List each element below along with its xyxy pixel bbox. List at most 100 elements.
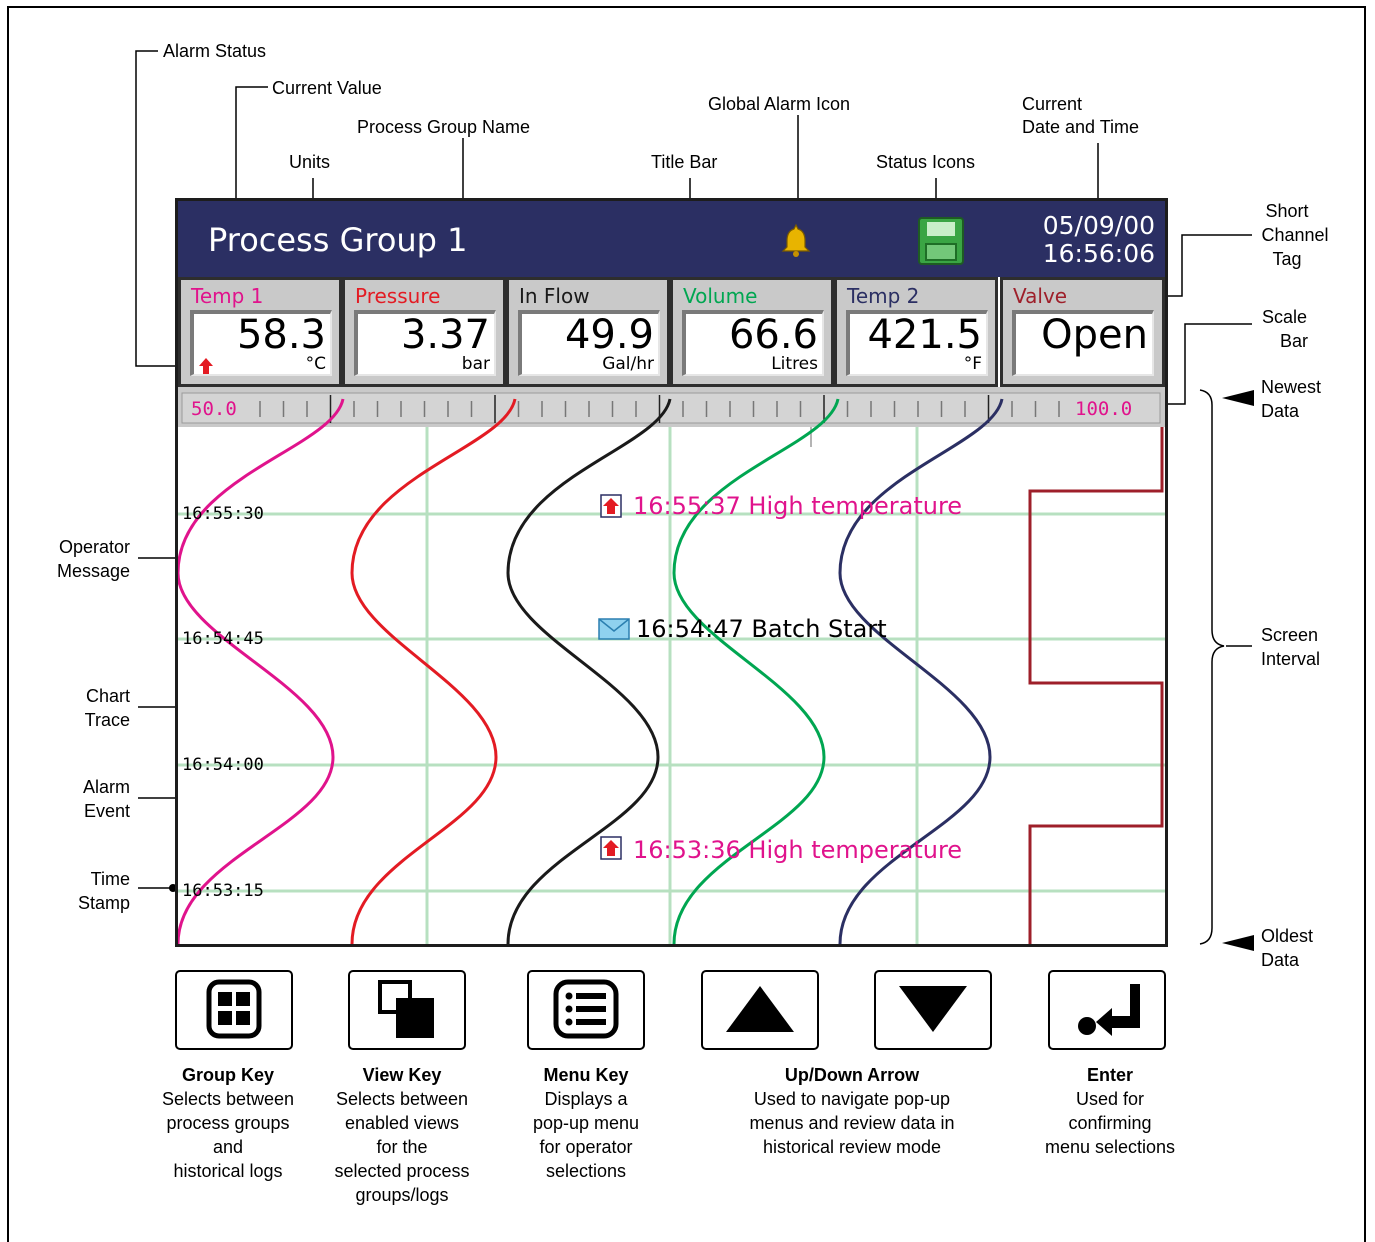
chart-area: 50.0 100.0 16:55:30 16:54:45 16:54:00 (178, 387, 1165, 944)
key-desc-line: Used to navigate pop-up (753, 1089, 951, 1109)
callout-status-icons: Status Icons (876, 152, 976, 172)
channel-value-box: 58.3 °C (190, 310, 332, 376)
key-desc-line: for the (376, 1137, 428, 1157)
key-desc-line: confirming (1068, 1113, 1152, 1133)
key-desc-line: process groups (166, 1113, 290, 1133)
group-key-description: Group Key Selects between process groups… (148, 1063, 308, 1183)
key-desc-line: pop-up menu (532, 1113, 640, 1133)
callout-time-stamp-line2: Stamp (77, 893, 130, 913)
enter-key-icon (1078, 984, 1140, 1036)
recorder-screen: Process Group 1 05/09/00 16:56:06 Temp 1… (175, 198, 1168, 947)
key-desc-line: Selects between (335, 1089, 469, 1109)
callout-alarm-status: Alarm Status (163, 41, 267, 61)
up-arrow-icon (726, 986, 794, 1032)
callout-alarm-event-line1: Alarm (82, 777, 130, 797)
menu-key-button[interactable] (527, 970, 645, 1050)
callout-oldest-data-line2: Data (1261, 950, 1300, 970)
key-desc-line: groups/logs (355, 1185, 449, 1205)
current-date: 05/09/00 (1042, 211, 1155, 240)
callout-global-alarm-icon: Global Alarm Icon (708, 94, 851, 114)
trace-valve (1028, 427, 1164, 944)
enter-key-description: Enter Used for confirming menu selection… (1030, 1063, 1190, 1159)
callout-newest-data-line2: Data (1261, 401, 1300, 421)
view-key-icon (378, 980, 434, 1038)
global-alarm-bell-icon[interactable] (781, 223, 811, 257)
channel-value-box: 66.6 Litres (682, 310, 824, 376)
key-desc-line: selections (545, 1161, 627, 1181)
alarm-event-text: 16:55:37 High temperature (633, 492, 962, 520)
scale-max: 100.0 (1075, 398, 1132, 420)
callout-current-date-time-line1: Current (1022, 94, 1083, 114)
alarm-event-top[interactable]: 16:55:37 High temperature (600, 492, 962, 520)
callout-scale-bar-line2: Bar (1280, 331, 1309, 351)
channel-tile-temp-1[interactable]: Temp 1 58.3 °C (178, 277, 342, 387)
diagram-frame (7, 6, 1366, 1242)
trace-volume (672, 398, 840, 944)
down-arrow-icon (899, 986, 967, 1032)
callout-short-channel-tag-line1: Short (1265, 201, 1309, 221)
callout-chart-trace-line1: Chart (85, 686, 130, 706)
chart-grid (178, 427, 1165, 944)
alarm-event-bottom[interactable]: 16:53:36 High temperature (600, 836, 962, 864)
current-time: 16:56:06 (1042, 239, 1155, 268)
alarm-up-arrow-icon (199, 358, 213, 374)
callout-process-group-name: Process Group Name (357, 117, 531, 137)
callout-oldest-data-line1: Oldest (1261, 926, 1314, 946)
key-desc-line: selected process (334, 1161, 470, 1181)
title-bar: Process Group 1 05/09/00 16:56:06 (178, 201, 1165, 277)
callout-alarm-event-line2: Event (83, 801, 130, 821)
channel-tile-valve[interactable]: Valve Open (1000, 277, 1165, 387)
operator-message-text: 16:54:47 Batch Start (636, 615, 887, 643)
callout-chart-trace-line2: Trace (84, 710, 130, 730)
trace-in-flow (506, 398, 672, 944)
channel-tag: Temp 2 (847, 284, 920, 308)
callout-current-value: Current Value (272, 78, 382, 98)
menu-key-description: Menu Key Displays a pop-up menu for oper… (506, 1063, 666, 1183)
key-title: Group Key (181, 1065, 274, 1085)
time-stamp: 16:55:30 (182, 504, 264, 524)
channel-tile-pressure[interactable]: Pressure 3.37 bar (342, 277, 506, 387)
key-title: Menu Key (543, 1065, 629, 1085)
callout-short-channel-tag-line3: Tag (1272, 249, 1302, 269)
key-desc-line: for operator (539, 1137, 633, 1157)
callout-time-stamp-line1: Time (90, 869, 130, 889)
channel-tile-volume[interactable]: Volume 66.6 Litres (670, 277, 834, 387)
down-arrow-button[interactable] (874, 970, 992, 1050)
key-desc-line: menu selections (1044, 1137, 1176, 1157)
process-group-name[interactable]: Process Group 1 (208, 221, 468, 259)
channel-value-box: Open (1012, 310, 1154, 376)
channel-units: °F (963, 354, 982, 374)
channel-value: 58.3 (236, 312, 326, 358)
scale-min: 50.0 (191, 398, 237, 420)
channel-tag: Volume (683, 284, 758, 308)
channel-tag: Temp 1 (191, 284, 264, 308)
menu-key-icon (553, 979, 619, 1039)
alarm-event-text: 16:53:36 High temperature (633, 836, 962, 864)
callout-short-channel-tag-line2: Channel (1261, 225, 1329, 245)
callout-screen-interval-line1: Screen (1261, 625, 1319, 645)
channel-units: Litres (771, 354, 818, 374)
view-key-button[interactable] (348, 970, 466, 1050)
key-desc-line: menus and review data in (749, 1113, 955, 1133)
group-key-button[interactable] (175, 970, 293, 1050)
key-desc-line: enabled views (344, 1113, 460, 1133)
view-key-description: View Key Selects between enabled views f… (322, 1063, 482, 1207)
channel-tile-in-flow[interactable]: In Flow 49.9 Gal/hr (506, 277, 670, 387)
channel-value: 3.37 (400, 312, 490, 358)
disk-status-icon[interactable] (918, 217, 964, 265)
callout-operator-message-line2: Message (56, 561, 130, 581)
enter-key-button[interactable] (1048, 970, 1166, 1050)
channel-tile-temp-2[interactable]: Temp 2 421.5 °F (834, 277, 998, 387)
callout-scale-bar-line1: Scale (1262, 307, 1308, 327)
operator-message-event[interactable]: 16:54:47 Batch Start (598, 615, 887, 643)
up-down-arrow-description: Up/Down Arrow Used to navigate pop-up me… (720, 1063, 984, 1159)
up-arrow-button[interactable] (701, 970, 819, 1050)
channel-value: Open (1041, 312, 1148, 358)
key-title: View Key (362, 1065, 442, 1085)
time-stamp: 16:54:45 (182, 629, 264, 649)
key-desc-line: Used for (1075, 1089, 1145, 1109)
channel-value: 421.5 (867, 312, 982, 358)
key-title: Enter (1086, 1065, 1133, 1085)
callout-units: Units (289, 152, 331, 172)
channel-value-box: 49.9 Gal/hr (518, 310, 660, 376)
